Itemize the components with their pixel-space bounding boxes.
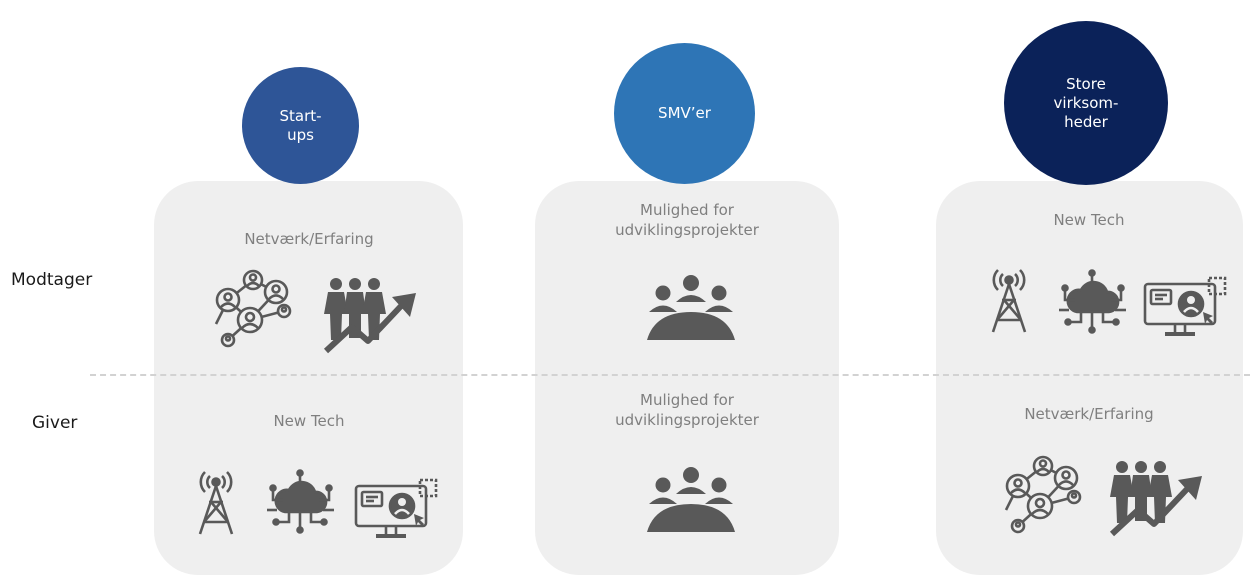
header-circle-startups: Start- ups (242, 67, 359, 184)
people-growth-icon (1109, 461, 1202, 537)
monitor-user-icon (354, 478, 438, 538)
monitor-user-icon (1143, 276, 1227, 336)
store-giver-text: Netværk/Erfaring (1024, 405, 1154, 423)
meeting-table-icon (647, 275, 735, 340)
smv-giver-text: Mulighed for udviklingsprojekter (615, 391, 759, 429)
header-circle-store: Store virksom- heder (1004, 21, 1168, 185)
modtager-giver-divider (90, 374, 1250, 376)
network-icon (1004, 455, 1082, 534)
cloud-network-icon (267, 469, 334, 534)
header-label-store: Store virksom- heder (1053, 74, 1119, 131)
header-label-smv: SMV’er (658, 104, 711, 122)
antenna-tower-icon (198, 471, 234, 535)
startups-modtager-text: Netværk/Erfaring (244, 230, 374, 248)
smv-modtager-text: Mulighed for udviklingsprojekter (615, 201, 759, 239)
column-card-store (936, 181, 1243, 575)
network-icon (214, 269, 292, 348)
meeting-table-icon (647, 467, 735, 532)
header-circle-smv: SMV’er (614, 43, 755, 184)
cloud-network-icon (1059, 269, 1126, 334)
antenna-tower-icon (991, 269, 1027, 333)
people-growth-icon (323, 278, 416, 354)
startups-giver-text: New Tech (273, 412, 345, 430)
row-label-giver: Giver (32, 413, 78, 433)
header-label-startups: Start- ups (279, 106, 322, 144)
row-label-modtager: Modtager (11, 270, 93, 290)
store-modtager-text: New Tech (1053, 211, 1125, 229)
